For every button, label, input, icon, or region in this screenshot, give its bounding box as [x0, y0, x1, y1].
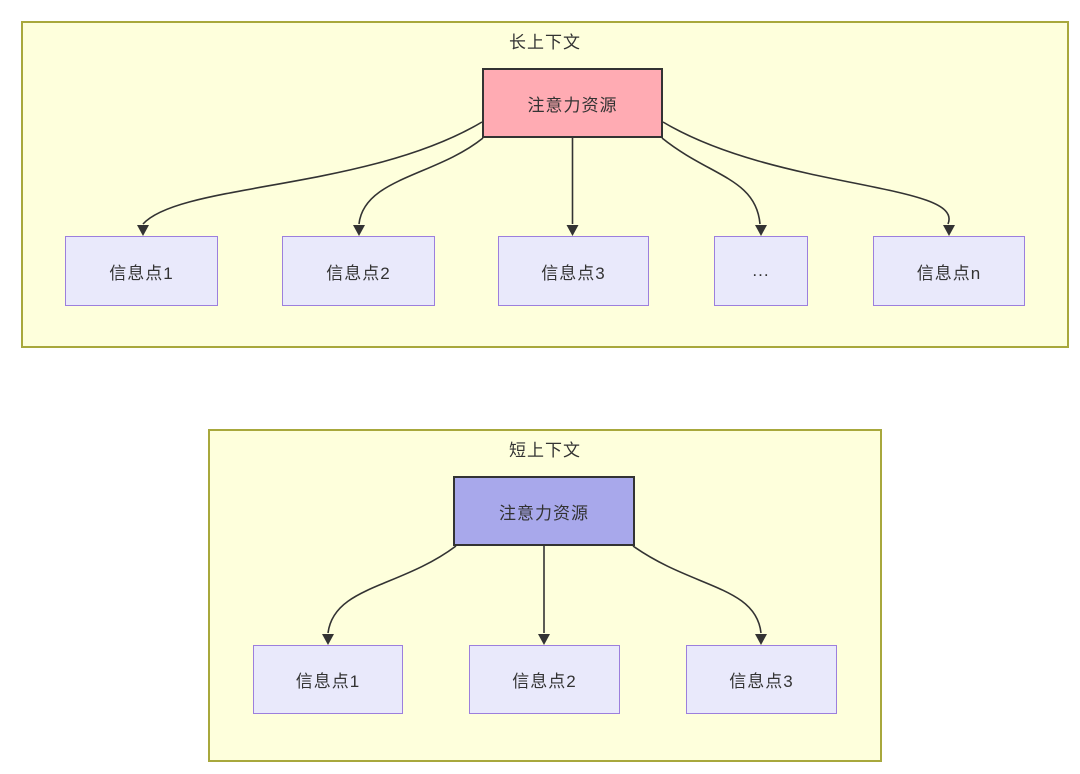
short-context-title: 短上下文	[509, 441, 581, 460]
short-attention-box: 注意力资源	[453, 476, 635, 546]
short-info-box-3: 信息点3	[686, 645, 837, 714]
long-info-box-3: 信息点3	[498, 236, 649, 306]
long-info-box-2: 信息点2	[282, 236, 435, 306]
long-info-box-ellipsis: ...	[714, 236, 808, 306]
short-info-box-2: 信息点2	[469, 645, 620, 714]
long-info-box-n: 信息点n	[873, 236, 1025, 306]
long-info-box-1: 信息点1	[65, 236, 218, 306]
long-context-title: 长上下文	[509, 33, 581, 52]
short-info-box-1: 信息点1	[253, 645, 403, 714]
long-attention-box: 注意力资源	[482, 68, 663, 138]
